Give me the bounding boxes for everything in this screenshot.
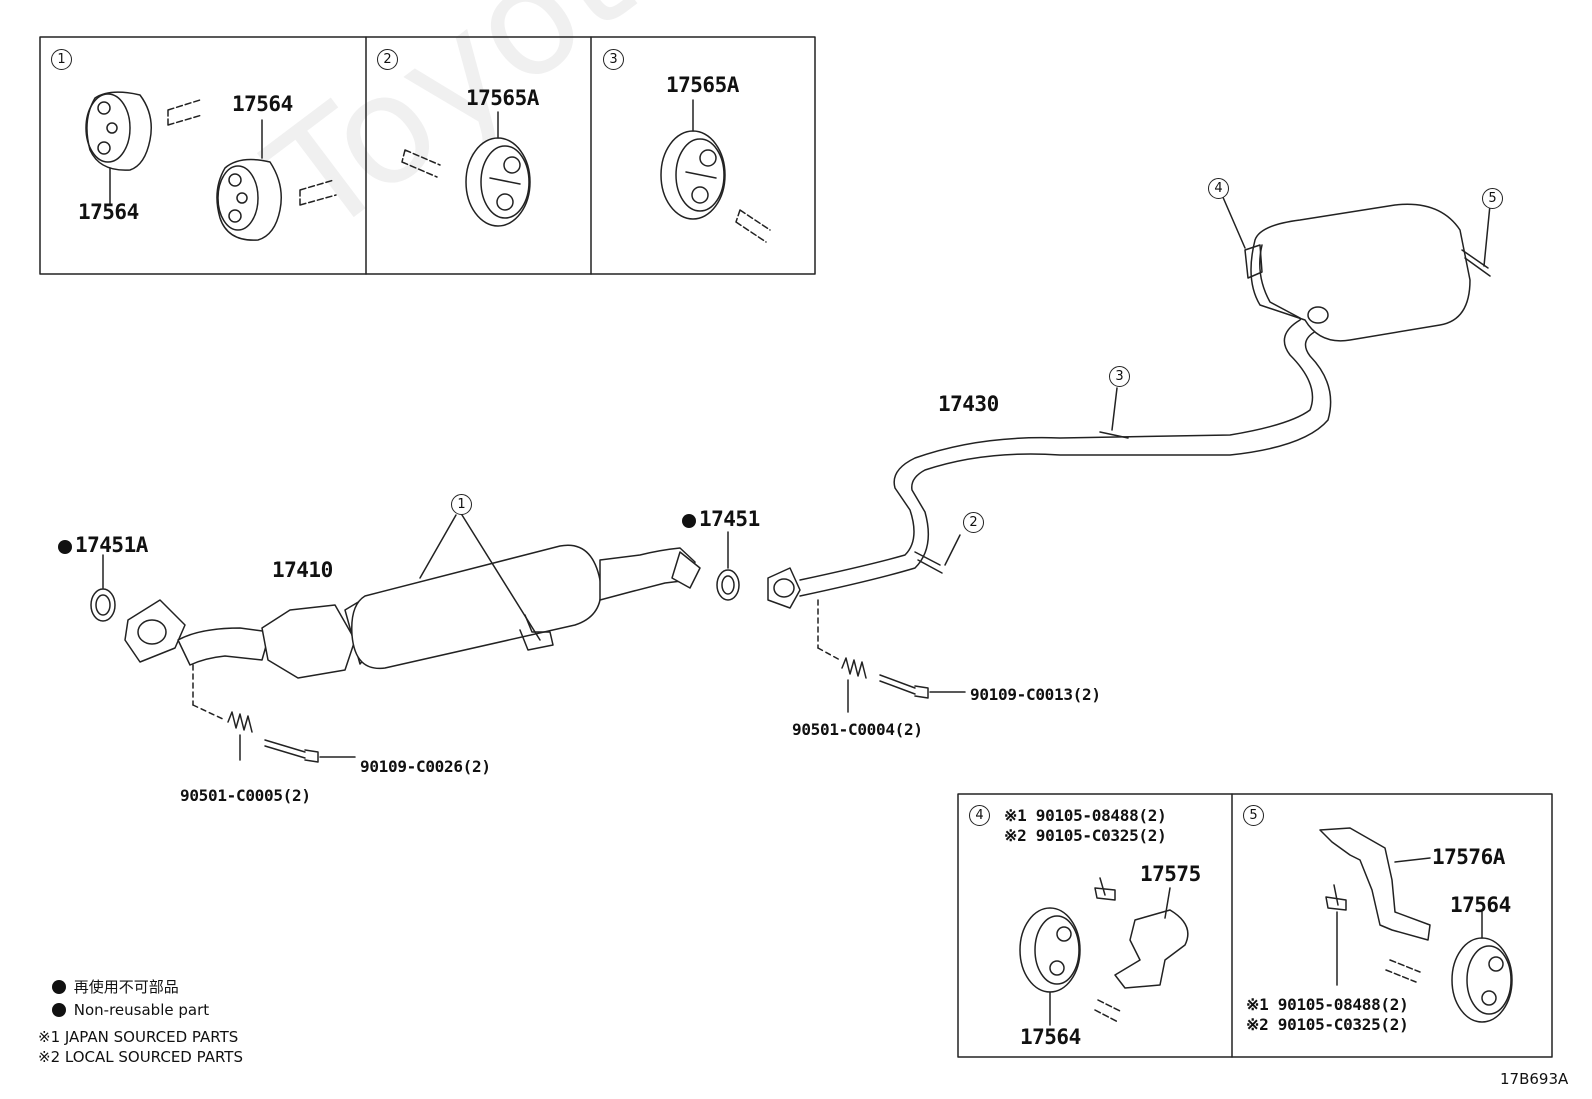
inset5-bracket: [1319, 827, 1431, 941]
inset5-note2: ※2 90105-C0325(2): [1246, 1015, 1409, 1034]
spring-front-label: 90501-C0005(2): [180, 786, 311, 805]
inset5-note1: ※1 90105-08488(2): [1246, 995, 1409, 1014]
inset5-part-a: 17576A: [1432, 845, 1505, 869]
inset1-label-b: 17564: [78, 200, 139, 224]
legend-text-2: Non-reusable part: [73, 1001, 210, 1019]
spring-rear-label: 90501-C0004(2): [792, 720, 923, 739]
hanger-rubber-1a: [85, 91, 152, 171]
inset5-rubber: [1451, 937, 1513, 1023]
inset3-label: 17565A: [666, 73, 739, 97]
legend-line-1: 再使用不可部品: [52, 976, 179, 997]
legend-line-3: ※1 JAPAN SOURCED PARTS: [38, 1028, 239, 1046]
legend-line-2: Non-reusable part: [52, 1001, 209, 1019]
front-flange: [124, 599, 186, 663]
inset4-part-a: 17575: [1140, 862, 1201, 886]
inset4-bracket: [1114, 909, 1189, 989]
gasket-front-ring: [90, 588, 116, 622]
inset4-rubber: [1019, 907, 1081, 993]
inset5-number: 5: [1243, 805, 1264, 826]
hanger-rubber-3: [660, 130, 726, 220]
gasket-mid-ring: [716, 569, 740, 601]
catalytic-converter: [177, 544, 701, 679]
callout-3: 3: [1109, 366, 1130, 387]
gasket-front-number: 17451A: [75, 533, 148, 557]
inset4-bolt: [1094, 877, 1116, 901]
inset4-part-b: 17564: [1020, 1025, 1081, 1049]
legend-dot: [52, 1003, 66, 1017]
callout-2: 2: [963, 512, 984, 533]
callout-1: 1: [451, 494, 472, 515]
inset2-number: 2: [377, 49, 398, 70]
inset3-number: 3: [603, 49, 624, 70]
tail-pipe-label: 17430: [938, 392, 999, 416]
legend-dot: [52, 980, 66, 994]
muffler-hanger-left: [1244, 244, 1263, 279]
hanger-rod-3: [735, 209, 771, 243]
legend-text-1: 再使用不可部品: [73, 978, 179, 996]
inset4-number: 4: [969, 805, 990, 826]
spring-rear: [841, 657, 867, 679]
tail-pipe: [767, 304, 1332, 609]
gasket-front-label: 17451A: [58, 533, 148, 557]
inset-frame-top: [39, 36, 816, 275]
callout-5: 5: [1482, 188, 1503, 209]
non-reusable-dot: [58, 540, 72, 554]
inset1-label-a: 17564: [232, 92, 293, 116]
spring-front: [227, 711, 253, 733]
hanger-rod-1b: [299, 179, 337, 206]
rear-muffler: [1250, 203, 1471, 342]
legend-line-4: ※2 LOCAL SOURCED PARTS: [38, 1048, 243, 1066]
gasket-mid-label: 17451: [682, 507, 760, 531]
figure-code: 17B693A: [1500, 1070, 1569, 1088]
inset5-part-b: 17564: [1450, 893, 1511, 917]
bolt-rear: [879, 674, 929, 699]
inset1-number: 1: [51, 49, 72, 70]
pipe-hanger-rod-3: [1099, 431, 1129, 439]
gasket-mid-number: 17451: [699, 507, 760, 531]
hanger-rubber-1b: [216, 158, 282, 241]
inset4-rod: [1094, 999, 1123, 1023]
non-reusable-dot: [682, 514, 696, 528]
converter-hanger-bracket: [519, 614, 554, 651]
inset-frame-bottom: [957, 793, 1553, 1058]
inset4-note1: ※1 90105-08488(2): [1004, 806, 1167, 825]
bolt-rear-label: 90109-C0013(2): [970, 685, 1101, 704]
bolt-front: [264, 739, 319, 763]
pipe-hanger-rod-2: [914, 551, 943, 574]
inset5-rod: [1385, 959, 1421, 983]
inset2-label: 17565A: [466, 86, 539, 110]
hanger-rod-2: [401, 149, 441, 178]
hanger-rubber-2: [465, 137, 531, 227]
hanger-rod-1a: [167, 99, 203, 126]
callout-4: 4: [1208, 178, 1229, 199]
bolt-front-label: 90109-C0026(2): [360, 757, 491, 776]
converter-label: 17410: [272, 558, 333, 582]
inset4-note2: ※2 90105-C0325(2): [1004, 826, 1167, 845]
inset5-bolt: [1325, 884, 1347, 911]
